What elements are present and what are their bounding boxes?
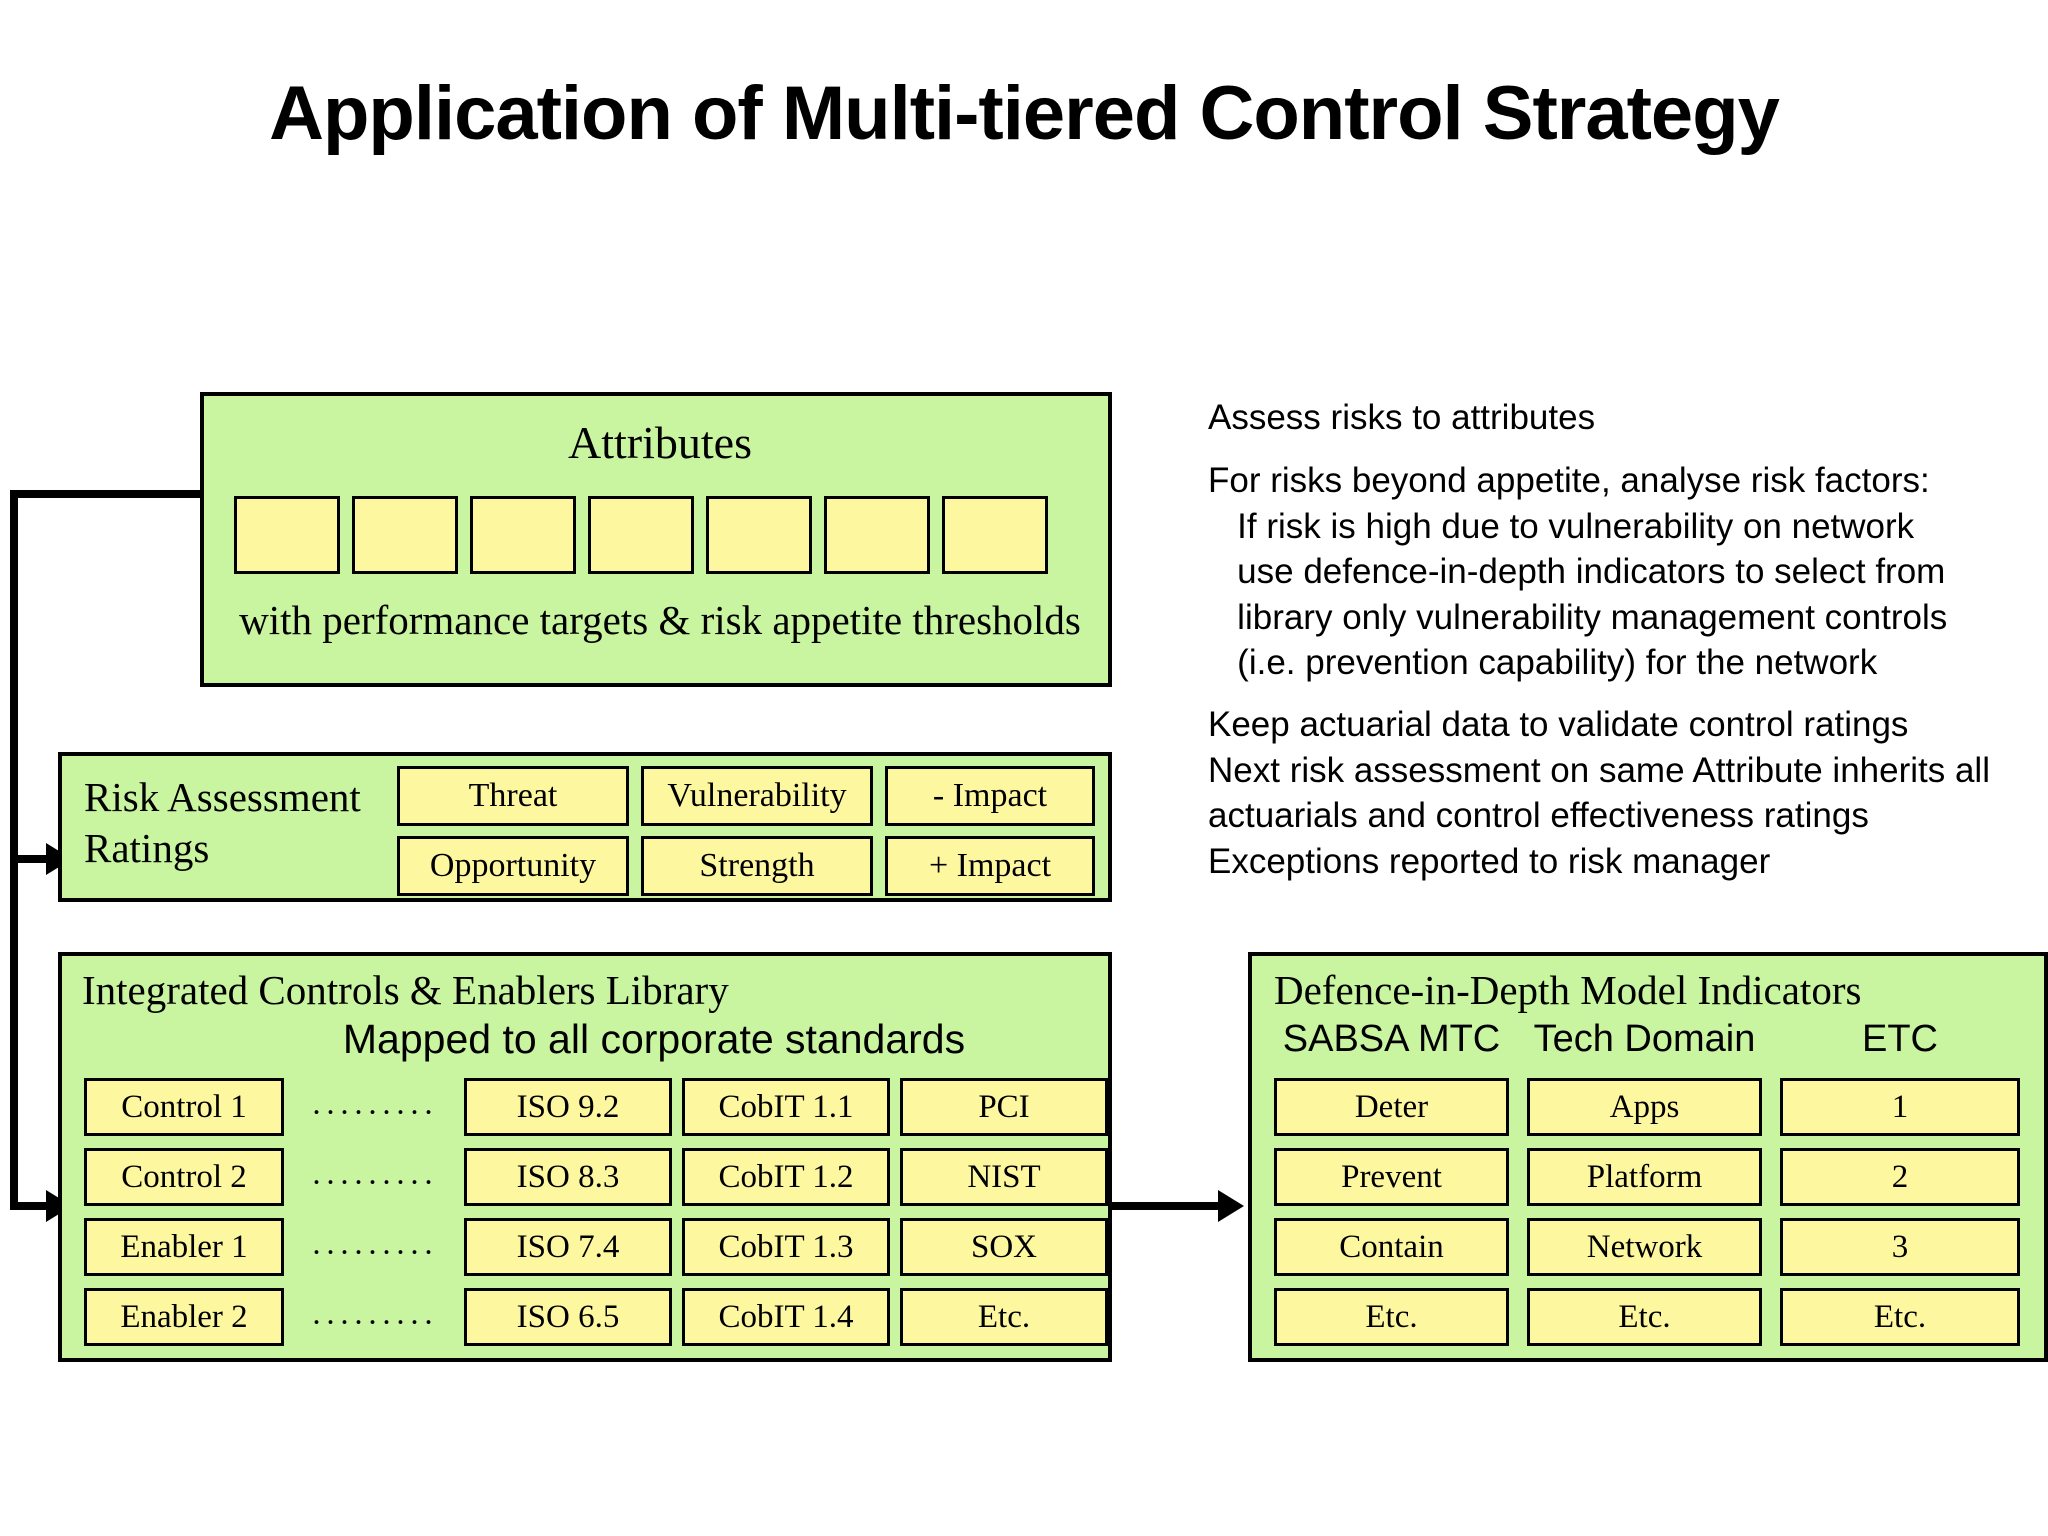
- risk-factor-chip[interactable]: Opportunity: [397, 836, 629, 896]
- did-column-header: SABSA MTC: [1282, 1018, 1501, 1060]
- attribute-chip[interactable]: [234, 496, 340, 574]
- standard-chip[interactable]: Etc.: [900, 1288, 1108, 1346]
- attribute-chip[interactable]: [824, 496, 930, 574]
- did-indicator-chip[interactable]: Etc.: [1527, 1288, 1762, 1346]
- note-actuarial-data: Keep actuarial data to validate control …: [1208, 705, 1990, 881]
- standard-chip[interactable]: CobIT 1.1: [682, 1078, 890, 1136]
- mapping-dots: ·········: [311, 1305, 437, 1341]
- control-chip[interactable]: Control 1: [84, 1078, 284, 1136]
- attribute-chip[interactable]: [942, 496, 1048, 574]
- did-indicator-chip[interactable]: Apps: [1527, 1078, 1762, 1136]
- defence-in-depth-heading: Defence-in-Depth Model Indicators: [1274, 967, 1862, 1013]
- attribute-chip[interactable]: [470, 496, 576, 574]
- standard-chip[interactable]: ISO 6.5: [464, 1288, 672, 1346]
- attribute-chip[interactable]: [588, 496, 694, 574]
- mapping-dots: ·········: [311, 1095, 437, 1131]
- connector-bus-vertical: [10, 490, 18, 1210]
- risk-assessment-label: Risk Assessment Ratings: [84, 774, 361, 872]
- connector-to-library: [10, 1202, 58, 1210]
- did-indicator-chip[interactable]: Deter: [1274, 1078, 1509, 1136]
- attribute-chip[interactable]: [352, 496, 458, 574]
- connector-to-attributes: [10, 490, 206, 498]
- did-indicator-chip[interactable]: 2: [1780, 1148, 2020, 1206]
- control-chip[interactable]: Control 2: [84, 1148, 284, 1206]
- risk-factor-chip[interactable]: + Impact: [885, 836, 1095, 896]
- standard-chip[interactable]: CobIT 1.2: [682, 1148, 890, 1206]
- arrow-head-did: [1218, 1190, 1244, 1222]
- standard-chip[interactable]: ISO 9.2: [464, 1078, 672, 1136]
- note-assess-risks: Assess risks to attributes: [1208, 398, 1596, 437]
- did-indicator-chip[interactable]: Etc.: [1780, 1288, 2020, 1346]
- note-risk-factors: For risks beyond appetite, analyse risk …: [1208, 461, 1948, 682]
- did-column-header: Tech Domain: [1533, 1018, 1756, 1060]
- attributes-panel: Attributes with performance targets & ri…: [200, 392, 1112, 687]
- attribute-chip[interactable]: [706, 496, 812, 574]
- standard-chip[interactable]: ISO 8.3: [464, 1148, 672, 1206]
- risk-factor-chip[interactable]: Threat: [397, 766, 629, 826]
- standard-chip[interactable]: PCI: [900, 1078, 1108, 1136]
- attribute-chip-row: [234, 496, 1094, 574]
- risk-factor-chip[interactable]: Strength: [641, 836, 873, 896]
- defence-in-depth-column-headers: SABSA MTC Tech Domain ETC: [1274, 1018, 2022, 1061]
- did-column-header: ETC: [1862, 1018, 1938, 1060]
- risk-factor-chip[interactable]: - Impact: [885, 766, 1095, 826]
- did-indicator-chip[interactable]: Etc.: [1274, 1288, 1509, 1346]
- controls-library-heading: Integrated Controls & Enablers Library: [82, 967, 729, 1013]
- did-indicator-chip[interactable]: Network: [1527, 1218, 1762, 1276]
- attributes-subheading: with performance targets & risk appetite…: [239, 597, 1081, 643]
- connector-library-to-did: [1112, 1202, 1224, 1210]
- controls-library-subheading: Mapped to all corporate standards: [342, 1016, 966, 1062]
- did-indicator-chip[interactable]: Contain: [1274, 1218, 1509, 1276]
- connector-to-risk: [10, 855, 58, 863]
- risk-factor-chip[interactable]: Vulnerability: [641, 766, 873, 826]
- page-title: Application of Multi-tiered Control Stra…: [269, 71, 1780, 156]
- mapping-dots: ·········: [311, 1235, 437, 1271]
- did-indicator-chip[interactable]: Prevent: [1274, 1148, 1509, 1206]
- standard-chip[interactable]: NIST: [900, 1148, 1108, 1206]
- control-chip[interactable]: Enabler 2: [84, 1288, 284, 1346]
- standard-chip[interactable]: SOX: [900, 1218, 1108, 1276]
- defence-in-depth-panel: Defence-in-Depth Model Indicators SABSA …: [1248, 952, 2048, 1362]
- control-chip[interactable]: Enabler 1: [84, 1218, 284, 1276]
- standard-chip[interactable]: CobIT 1.4: [682, 1288, 890, 1346]
- attributes-heading: Attributes: [568, 417, 752, 468]
- did-indicator-chip[interactable]: 3: [1780, 1218, 2020, 1276]
- did-indicator-chip[interactable]: 1: [1780, 1078, 2020, 1136]
- standard-chip[interactable]: ISO 7.4: [464, 1218, 672, 1276]
- did-indicator-chip[interactable]: Platform: [1527, 1148, 1762, 1206]
- standard-chip[interactable]: CobIT 1.3: [682, 1218, 890, 1276]
- controls-library-panel: Integrated Controls & Enablers Library M…: [58, 952, 1112, 1362]
- mapping-dots: ·········: [311, 1165, 437, 1201]
